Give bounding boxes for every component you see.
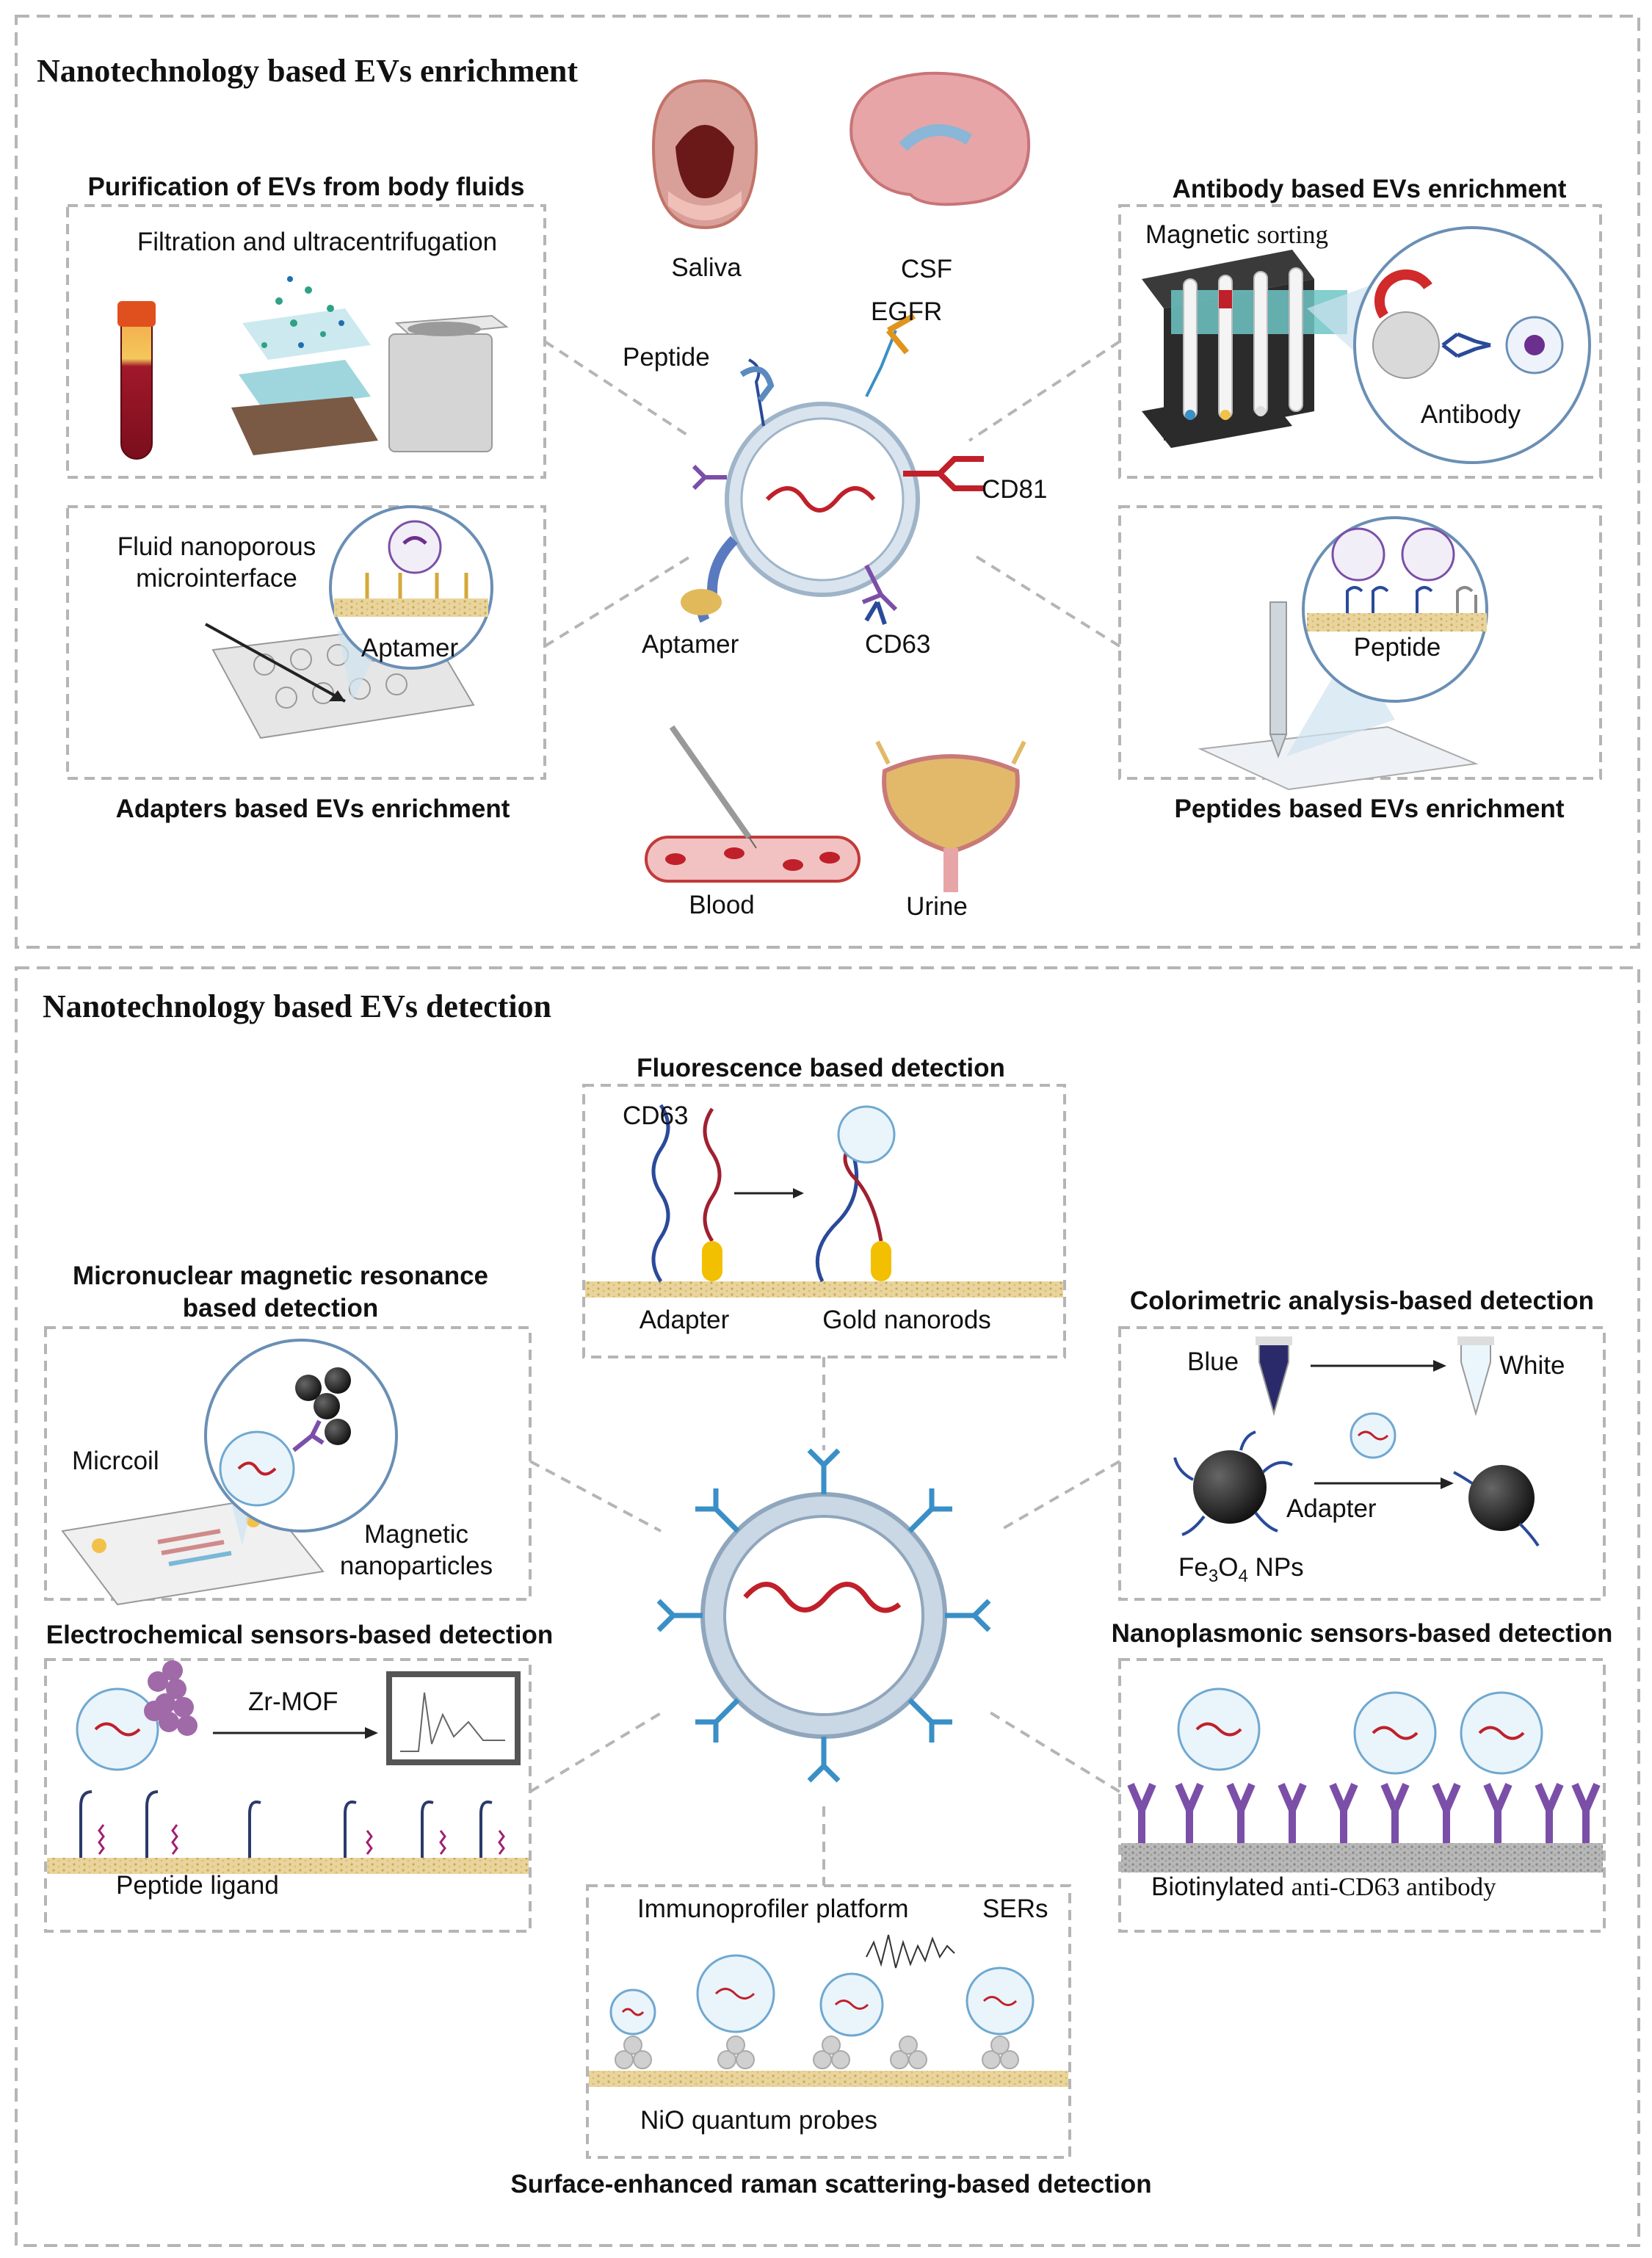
colorimetric-title: Colorimetric analysis-based detection <box>1129 1287 1595 1315</box>
purification-method-label: Filtration and ultracentrifugation <box>137 228 498 256</box>
cd63-marker-label: CD63 <box>865 630 931 659</box>
electrochemical-box <box>44 1658 532 1933</box>
mnmr-title-line2: based detection <box>182 1294 379 1322</box>
nanoplasmonic-art <box>1121 1687 1603 1872</box>
peptide-zoom-icon <box>1302 516 1488 703</box>
magnetic-np-line2: nanoparticles <box>339 1552 493 1580</box>
centrifuge-icon <box>388 314 509 452</box>
mouth-icon <box>651 79 758 230</box>
urine-label: Urine <box>906 892 968 921</box>
mnmr-title-line1: Micronuclear magnetic resonance <box>72 1262 489 1290</box>
peptides-title: Peptides based EVs enrichment <box>1174 795 1565 823</box>
blood-tube-icon <box>117 301 156 460</box>
blood-label: Blood <box>689 891 755 919</box>
nanoplasmonic-title: Nanoplasmonic sensors-based detection <box>1111 1619 1613 1648</box>
nio-probes-label: NiO quantum probes <box>640 2106 877 2135</box>
fluorescence-box <box>582 1084 1066 1358</box>
fluorescence-title: Fluorescence based detection <box>637 1054 1005 1082</box>
sers-art <box>589 1934 1068 2087</box>
aptamer-box-label: Aptamer <box>361 634 459 662</box>
mnmr-box <box>44 1326 532 1601</box>
interface-label-line1: Fluid nanoporous <box>117 532 316 561</box>
fluorescence-adapter-label: Adapter <box>639 1306 730 1334</box>
purification-title: Purification of EVs from body fluids <box>87 173 525 201</box>
magnetic-np-line1: Magnetic <box>363 1520 469 1549</box>
antibody-zoom-icon <box>1307 226 1591 464</box>
interface-label-line2: microinterface <box>136 564 297 593</box>
mnmr-art <box>61 1339 398 1606</box>
detection-section-title: Nanotechnology based EVs detection <box>43 988 552 1024</box>
sers-box <box>586 1884 1071 2159</box>
blue-label: Blue <box>1187 1347 1239 1376</box>
egfr-marker-label: EGFR <box>871 297 943 326</box>
brain-icon <box>849 71 1031 206</box>
electrochemical-title: Electrochemical sensors-based detection <box>46 1621 554 1649</box>
filter-membrane-icon <box>231 276 378 455</box>
detection-section-frame <box>15 966 1640 2247</box>
magnetic-sorting-label: Magnetic sorting <box>1145 220 1328 249</box>
pipette-slide-icon <box>1198 601 1479 791</box>
enrichment-section-frame <box>15 15 1640 949</box>
blood-vessel-icon <box>645 725 861 883</box>
zr-mof-label: Zr-MOF <box>248 1687 338 1716</box>
enrichment-section-title: Nanotechnology based EVs enrichment <box>37 53 579 89</box>
csf-label: CSF <box>901 255 952 283</box>
microcoil-label: Micrcoil <box>72 1447 159 1475</box>
colorimetric-adapter-label: Adapter <box>1286 1494 1377 1523</box>
white-label: White <box>1499 1351 1565 1380</box>
ev-detection-center <box>656 1448 991 1783</box>
immunoprofiler-label: Immunoprofiler platform <box>637 1895 909 1923</box>
biotinylated-antibody-label: Biotinylated anti-CD63 antibody <box>1151 1872 1496 1901</box>
antibody-enrichment-title: Antibody based EVs enrichment <box>1172 175 1567 203</box>
gold-nanorods-label: Gold nanorods <box>822 1306 991 1334</box>
fluorescence-cd63-label: CD63 <box>623 1101 689 1130</box>
peptide-marker-label: Peptide <box>623 343 710 372</box>
magnetic-rack-icon <box>1142 250 1347 448</box>
adapters-box <box>66 505 546 780</box>
aptamer-zoom-icon <box>329 505 493 701</box>
antibody-zoom-label: Antibody <box>1420 400 1521 429</box>
peptides-box <box>1118 505 1602 780</box>
electrochemical-art <box>47 1660 529 1874</box>
nanoplasmonic-box <box>1118 1658 1606 1933</box>
adapters-title: Adapters based EVs enrichment <box>115 795 510 823</box>
peptide-zoom-label: Peptide <box>1353 633 1441 662</box>
fluorescence-art <box>585 1104 1063 1298</box>
bladder-icon <box>875 740 1026 892</box>
sers-label: SERs <box>982 1895 1048 1923</box>
aptamer-marker-label: Aptamer <box>642 630 739 659</box>
colorimetric-box <box>1118 1326 1606 1601</box>
fe3o4-nps-label: Fe3O4 NPs <box>1178 1553 1304 1586</box>
cd81-marker-label: CD81 <box>982 475 1048 504</box>
ev-enrichment-center <box>681 313 984 625</box>
colorimetric-art <box>1173 1336 1540 1547</box>
sers-title: Surface-enhanced raman scattering-based … <box>510 2170 1152 2199</box>
peptide-ligand-label: Peptide ligand <box>116 1871 279 1900</box>
saliva-label: Saliva <box>671 253 742 282</box>
